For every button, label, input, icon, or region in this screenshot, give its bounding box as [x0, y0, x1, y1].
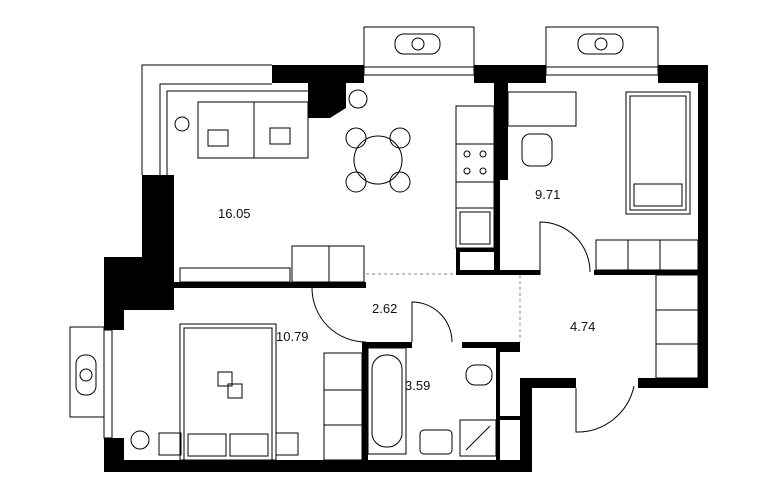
doors	[311, 221, 635, 433]
room-area-bedroom: 10.79	[276, 329, 309, 344]
ac-unit-top-left	[363, 26, 475, 68]
walls	[104, 65, 708, 472]
bathtub	[367, 347, 407, 455]
room-area-small-bedroom: 9.71	[535, 187, 561, 202]
desk	[507, 91, 577, 167]
tv-stand-and-fridge	[179, 245, 365, 283]
wardrobe-hall	[655, 274, 699, 379]
sofa	[197, 101, 309, 159]
wardrobe-bedroom	[323, 352, 363, 461]
dining-table	[345, 127, 411, 193]
room-area-corridor: 2.62	[372, 301, 398, 316]
kitchen-counter	[455, 105, 495, 249]
double-bed	[158, 323, 299, 461]
wardrobe-small-bedroom	[595, 239, 699, 271]
ac-unit-left	[69, 326, 105, 418]
plant-icons	[130, 89, 368, 450]
room-area-bathroom: 3.59	[405, 378, 431, 393]
room-area-living: 16.05	[218, 206, 251, 221]
washing-machine	[459, 419, 497, 457]
sink	[419, 429, 453, 455]
toilet	[465, 364, 493, 386]
single-bed	[625, 91, 691, 215]
room-area-hall: 4.74	[570, 319, 596, 334]
ac-unit-top-right	[545, 26, 659, 68]
balcony-window-left	[141, 64, 308, 175]
